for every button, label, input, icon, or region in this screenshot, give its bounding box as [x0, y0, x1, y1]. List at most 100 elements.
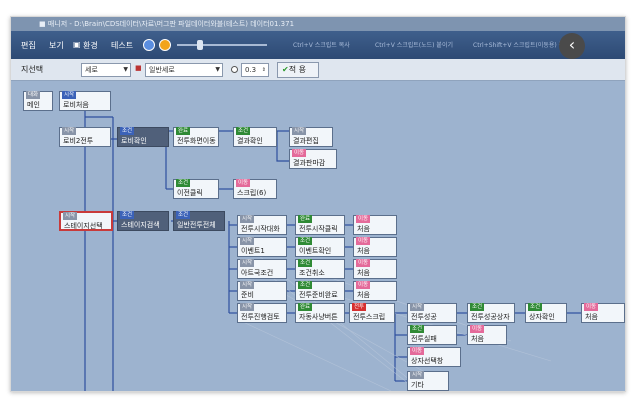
node-tag: 시작	[240, 237, 255, 245]
node-label: 준비	[241, 291, 254, 299]
node-tag: 시작	[63, 212, 78, 220]
node-tag: 전투	[352, 303, 367, 311]
node-tag: 조건	[528, 303, 543, 311]
node-tag: 완료	[298, 215, 313, 223]
node-tag: 이동	[470, 325, 485, 333]
menu-edit[interactable]: 편집	[21, 41, 36, 50]
window-title: ■ 매니저 - D:\Brain\CDS데이터\자료\머그판 파일데이터와블(테…	[39, 20, 295, 28]
apply-button[interactable]: ✔적 용	[277, 62, 319, 78]
node-label: 이벤트1	[241, 247, 265, 255]
node-label: 이벤트확인	[299, 247, 332, 255]
menu-env[interactable]: 환경	[83, 41, 98, 50]
zoom-slider-track[interactable]	[177, 44, 267, 46]
node-label: 기타	[411, 381, 424, 389]
node-label: 처음	[585, 313, 598, 321]
node-label: 처음	[357, 247, 370, 255]
node-label: 처음	[471, 335, 484, 343]
layout-combo[interactable]: 일반세로▼	[145, 63, 223, 77]
node-label: 결과판마감	[293, 159, 326, 167]
node-label: 전투성공	[411, 313, 437, 321]
node-label: 처음	[357, 269, 370, 277]
node-tag: 시작	[62, 91, 77, 99]
menu-test[interactable]: 테스트	[111, 41, 134, 50]
paste-script-button[interactable]: Ctrl+V 스크립트(노드) 붙이기	[375, 42, 453, 49]
node-tag: 이동	[292, 149, 307, 157]
info-icon[interactable]	[143, 39, 155, 51]
stepper-arrows-icon: ⇕	[261, 67, 266, 73]
layout-icon: ■	[135, 64, 142, 72]
menu-view[interactable]: 보기	[49, 41, 64, 50]
node-tag: 조건	[120, 211, 135, 219]
node-label: 스크립(6)	[237, 189, 267, 197]
select-label: 지선택	[21, 65, 44, 74]
copy-script-button[interactable]: Ctrl+V 스크립트 복사	[293, 42, 350, 49]
node-label: 전투시작대화	[241, 225, 280, 233]
layout-value: 일반세로	[149, 66, 175, 74]
spacing-stepper[interactable]: 0.3⇕	[241, 63, 269, 77]
node-tag: 조건	[410, 325, 425, 333]
node-label: 로비처음	[63, 101, 89, 109]
node-tag: 이동	[410, 347, 425, 355]
toolbar: 지선택 세로▼ ■ 일반세로▼ 0.3⇕ ✔적 용	[11, 59, 625, 81]
warning-icon[interactable]	[159, 39, 171, 51]
node-label: 이전클릭	[177, 189, 203, 197]
node-label: 상자확인	[529, 313, 555, 321]
zoom-slider-handle[interactable]	[197, 40, 203, 50]
node-tag: 시작	[240, 215, 255, 223]
node-label: 처음	[357, 291, 370, 299]
node-tag: 시작	[62, 127, 77, 135]
node-tag: 시작	[240, 303, 255, 311]
paste-move-script-button[interactable]: Ctrl+Shift+V 스크립트(이동용) 붙이기	[473, 42, 576, 49]
app-window: ■ 매니저 - D:\Brain\CDS데이터\자료\머그판 파일데이터와블(테…	[10, 16, 626, 392]
node-label: 전투준비완료	[299, 291, 338, 299]
node-label: 로비2전투	[63, 137, 94, 145]
chevron-left-icon[interactable]: ‹	[559, 33, 585, 59]
node-label: 스테이지선택	[64, 222, 103, 230]
node-tag: 조건	[176, 179, 191, 187]
orientation-combo[interactable]: 세로▼	[81, 63, 131, 77]
node-label: 상자선택창	[411, 357, 444, 365]
menu-bar: 편집 보기 ▣ 환경 테스트 Ctrl+V 스크립트 복사 Ctrl+V 스크립…	[11, 31, 625, 59]
node-label: 전투시작클릭	[299, 225, 338, 233]
node-label: 결과편집	[293, 137, 319, 145]
radio-option[interactable]	[231, 66, 238, 73]
node-tag: 시작	[240, 281, 255, 289]
